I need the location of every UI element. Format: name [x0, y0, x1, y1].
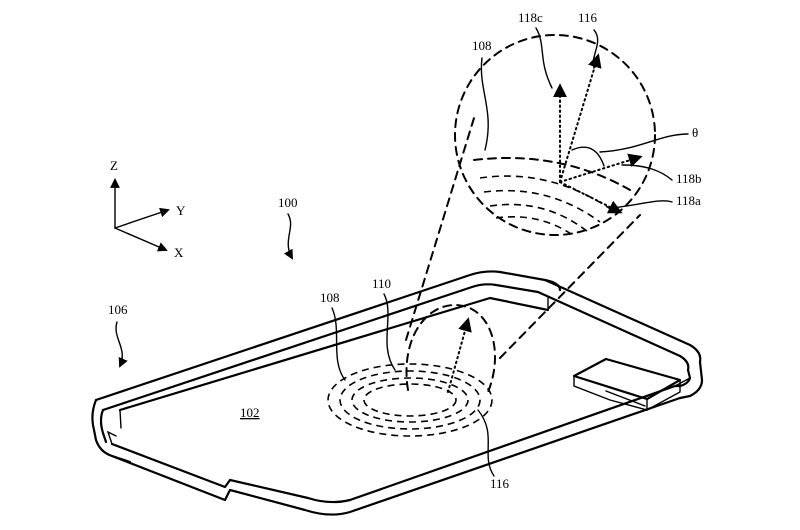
x-axis-arrow — [114, 227, 168, 252]
coil-108 — [327, 363, 493, 437]
ref-118a-label: 118a — [676, 193, 701, 208]
vector-118a — [559, 181, 623, 214]
axis-indicator: Z Y X — [110, 158, 186, 260]
ref-100-leader — [283, 213, 293, 260]
ref-100-label: 100 — [278, 195, 298, 210]
theta-label: θ — [692, 125, 698, 140]
ref-118b-label: 118b — [676, 171, 702, 186]
field-region-110 — [405, 303, 496, 393]
magnifier-line-left — [405, 117, 475, 341]
y-axis-arrow — [114, 207, 170, 229]
axis-y-label: Y — [176, 203, 186, 218]
ref-116-inset-label: 116 — [578, 10, 598, 25]
axis-x-label: X — [174, 245, 184, 260]
vector-118b — [559, 153, 643, 183]
ref-108-main-label: 108 — [320, 290, 340, 305]
magnifier-line-right — [499, 214, 641, 359]
inset-detail — [454, 34, 656, 237]
ref-106-label: 106 — [108, 302, 128, 317]
theta-arc — [571, 146, 605, 167]
ref-116-bottom-label: 116 — [490, 476, 510, 491]
ref-106-leader — [115, 321, 128, 368]
ref-110-label: 110 — [372, 276, 391, 291]
device-housing — [91, 270, 704, 516]
inset-circle — [454, 34, 656, 236]
vector-116-inset — [559, 53, 602, 183]
ref-118c-label: 118c — [518, 10, 543, 25]
vector-116-main — [447, 317, 472, 393]
ref-102-label: 102 — [240, 405, 260, 420]
axis-z-label: Z — [110, 158, 118, 173]
ref-108-inset-label: 108 — [472, 38, 492, 53]
